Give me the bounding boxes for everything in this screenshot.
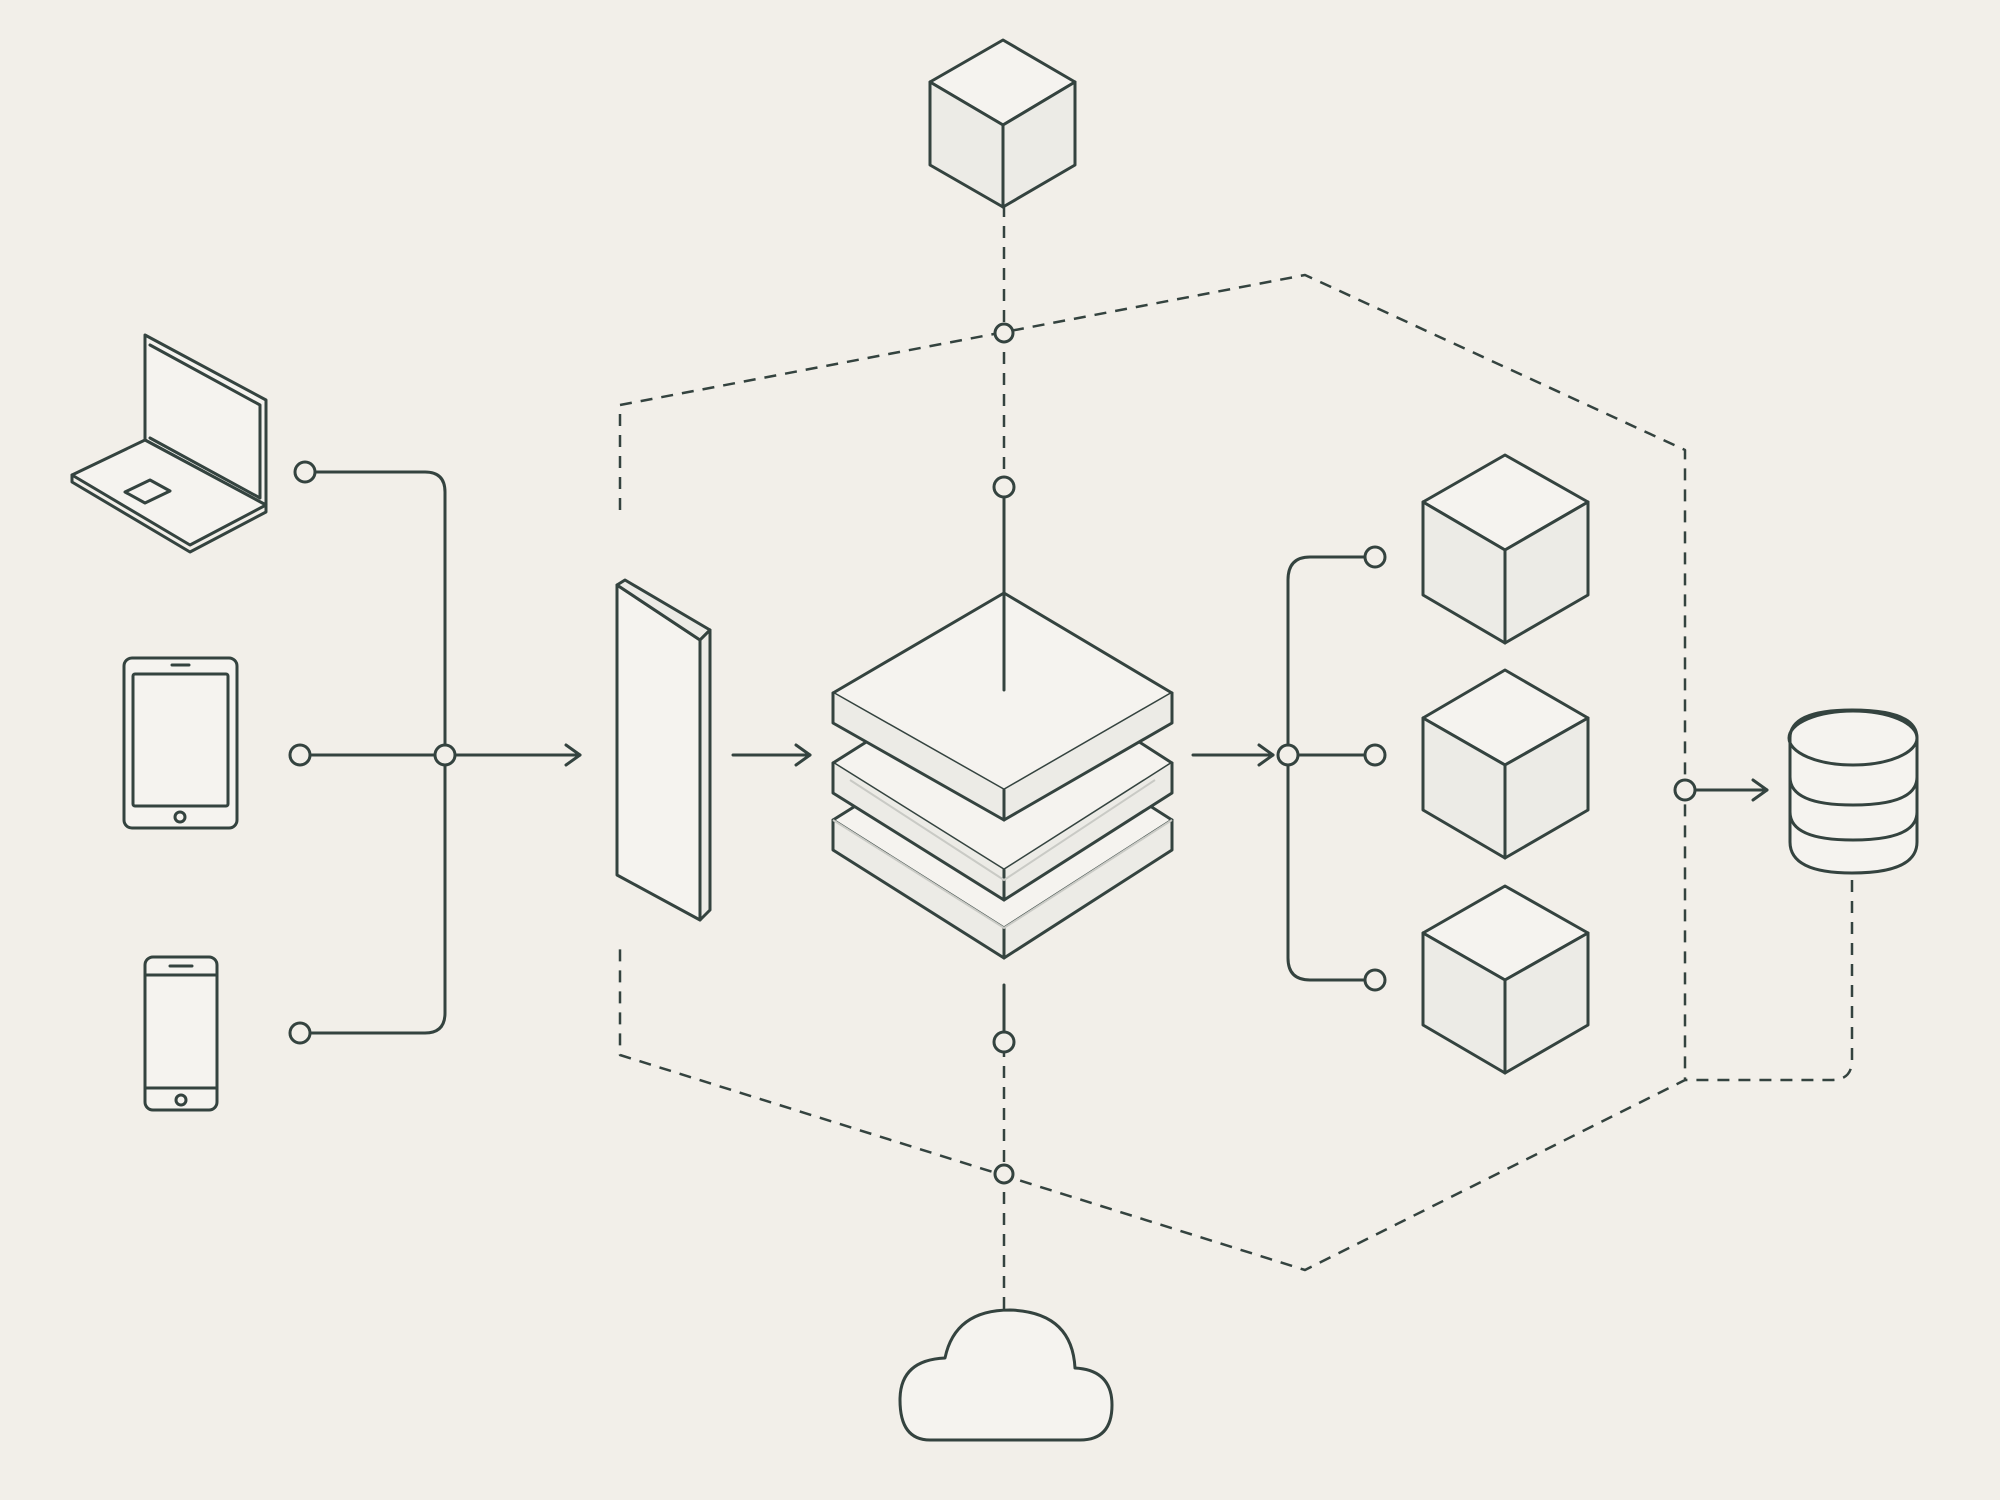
service-top-connector: [1286, 555, 1374, 757]
microservice-cube-icon[interactable]: [1421, 884, 1590, 1075]
platform-top-node[interactable]: [992, 475, 1016, 499]
phone-connector: [298, 753, 447, 1035]
platform-bottom-node[interactable]: [992, 1030, 1016, 1054]
database-arrow-head: [1751, 778, 1769, 802]
client-junction-node[interactable]: [433, 743, 457, 767]
laptop-icon[interactable]: [70, 333, 268, 554]
external-service-cube-icon[interactable]: [928, 38, 1077, 209]
service-bottom-node[interactable]: [1363, 968, 1387, 992]
service-bottom-connector: [1286, 753, 1374, 982]
gateway-arrow-head: [564, 743, 582, 767]
service-middle-node[interactable]: [1363, 743, 1387, 767]
tablet-icon[interactable]: [122, 656, 239, 830]
microservice-cube-icon[interactable]: [1421, 453, 1590, 645]
service-top-node[interactable]: [1363, 545, 1387, 569]
cloud-icon[interactable]: [898, 1308, 1114, 1442]
gateway-to-platform-arrow-head: [794, 743, 812, 767]
gateway-panel-icon[interactable]: [615, 578, 712, 922]
platform-to-services-arrow-head: [1257, 743, 1275, 767]
system-boundary: [618, 273, 1687, 1272]
service-connectors: [1191, 545, 1387, 992]
laptop-node[interactable]: [293, 460, 317, 484]
tablet-node[interactable]: [288, 743, 312, 767]
database-link-node[interactable]: [1673, 778, 1697, 802]
service-junction-node[interactable]: [1276, 743, 1300, 767]
database-icon[interactable]: [1787, 708, 1919, 875]
phone-node[interactable]: [288, 1021, 312, 1045]
microservice-cube-icon[interactable]: [1421, 668, 1590, 860]
layered-platform-icon[interactable]: [831, 591, 1174, 960]
boundary-bottom-node[interactable]: [993, 1163, 1015, 1185]
database-dashed-link: [1685, 880, 1854, 1082]
boundary-top-node[interactable]: [993, 322, 1015, 344]
smartphone-icon[interactable]: [143, 955, 219, 1112]
client-connectors: [288, 460, 582, 1045]
laptop-connector: [305, 470, 447, 757]
